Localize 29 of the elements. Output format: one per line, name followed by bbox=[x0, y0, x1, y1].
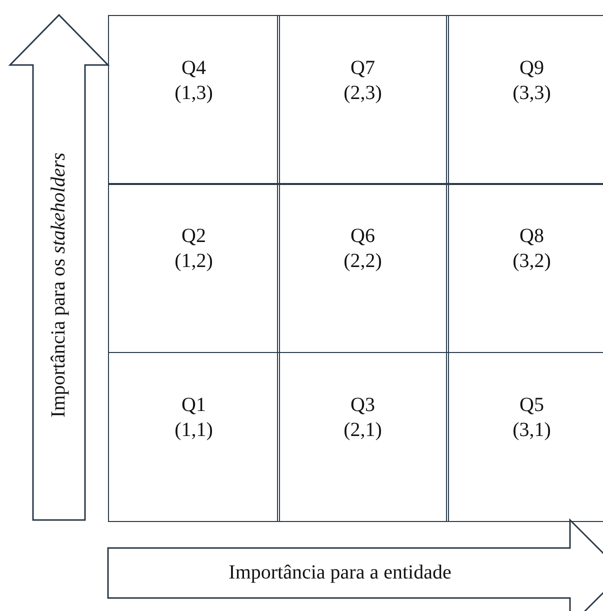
quadrant-coordinates: (2,1) bbox=[344, 418, 382, 443]
grid-cell bbox=[277, 183, 448, 353]
grid-cell bbox=[108, 15, 280, 185]
quadrant-code: Q4 bbox=[182, 56, 206, 81]
quadrant-code: Q9 bbox=[520, 56, 544, 81]
quadrant-coordinates: (3,3) bbox=[512, 81, 551, 106]
quadrant-code: Q5 bbox=[520, 393, 544, 418]
grid-cell bbox=[108, 183, 280, 353]
grid-cell bbox=[446, 352, 603, 522]
quadrant-coordinates: (3,1) bbox=[512, 418, 551, 443]
quadrant-code: Q7 bbox=[350, 56, 375, 81]
quadrant-coordinates: (1,1) bbox=[174, 418, 213, 443]
quadrant-coordinates: (2,3) bbox=[344, 81, 382, 106]
axis-label: Importância para a entidade bbox=[228, 562, 452, 584]
quadrant-code: Q2 bbox=[182, 224, 206, 249]
quadrant-code: Q1 bbox=[182, 393, 206, 418]
grid-cell bbox=[446, 183, 603, 353]
quadrant-code: Q6 bbox=[350, 224, 375, 249]
axis-label: Importância para os stakeholders bbox=[48, 152, 70, 418]
quadrant-coordinates: (3,2) bbox=[512, 249, 551, 274]
quadrant-coordinates: (1,2) bbox=[174, 249, 213, 274]
grid-cell bbox=[446, 15, 603, 185]
quadrant-code: Q8 bbox=[520, 224, 544, 249]
quadrant-coordinates: (2,2) bbox=[344, 249, 382, 274]
quadrant-coordinates: (1,3) bbox=[174, 81, 213, 106]
grid-cell bbox=[277, 15, 448, 185]
grid-cell bbox=[108, 352, 280, 522]
quadrant-code: Q3 bbox=[350, 393, 375, 418]
grid-cell bbox=[277, 352, 448, 522]
